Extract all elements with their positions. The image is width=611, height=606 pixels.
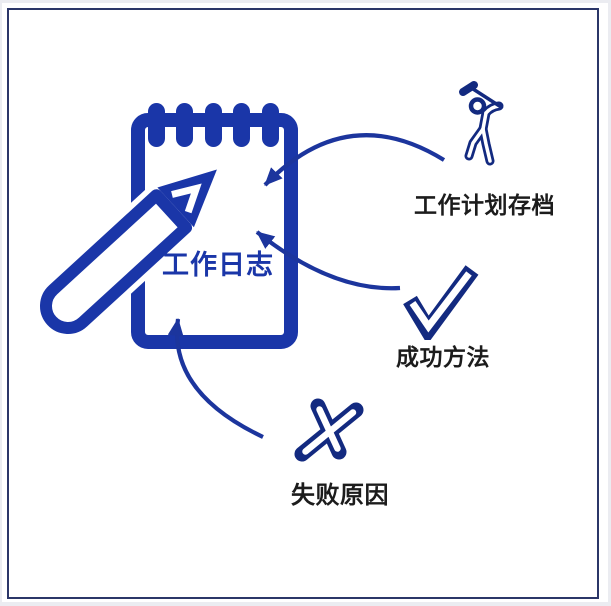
notepad-title-label: 工作日志 — [162, 250, 274, 280]
arrow-archive-to-notepad — [263, 133, 446, 187]
arrow-success-to-notepad — [255, 230, 401, 291]
label-success-methods: 成功方法 — [396, 344, 490, 370]
arrow-failure-to-notepad — [167, 318, 264, 439]
cross-icon — [292, 394, 367, 466]
pencil-icon — [34, 164, 223, 340]
golfer-icon — [448, 76, 512, 171]
notepad-spiral-rings-icon — [148, 103, 279, 147]
label-failure-reasons: 失败原因 — [291, 482, 389, 509]
label-work-plan-archive: 工作计划存档 — [414, 192, 555, 218]
checkmark-icon — [400, 260, 480, 345]
